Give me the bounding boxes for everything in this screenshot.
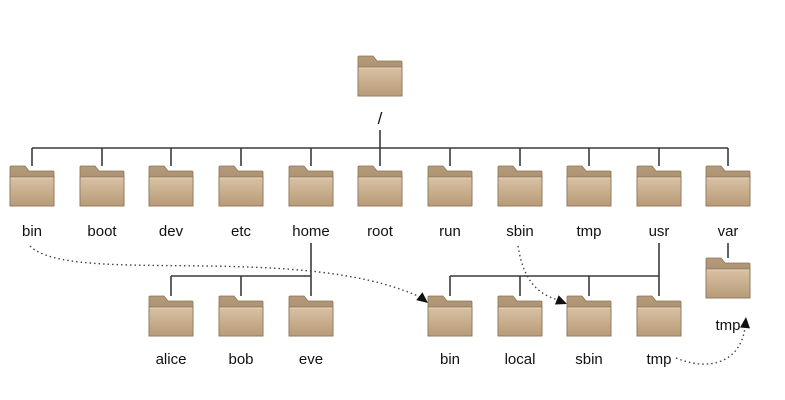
folder-icon <box>148 295 194 337</box>
folder-label-root: root <box>367 223 394 240</box>
folder-icon <box>497 295 543 337</box>
folder-icon <box>636 165 682 207</box>
folder-label-alice: alice <box>156 351 187 368</box>
arrowhead-icon <box>740 317 751 329</box>
tree-connectors <box>31 130 729 296</box>
folder-label-usr-bin: bin <box>440 351 460 368</box>
folder-icon <box>566 165 612 207</box>
folder-label-var: var <box>718 223 739 240</box>
folder-icon <box>9 165 55 207</box>
folder-icon <box>497 165 543 207</box>
folder-icon <box>288 165 334 207</box>
folder-label-bin: bin <box>22 223 42 240</box>
folder-icon <box>218 165 264 207</box>
folder-label-usr: usr <box>649 223 670 240</box>
folder-label-eve: eve <box>299 351 323 368</box>
folder-label-sbin: sbin <box>506 223 534 240</box>
folder-icon <box>705 165 751 207</box>
folder-icon <box>427 295 473 337</box>
root-folder-icon <box>357 55 403 97</box>
folder-icon <box>636 295 682 337</box>
folder-label-bob: bob <box>228 351 253 368</box>
folder-label-etc: etc <box>231 223 252 240</box>
folder-icon <box>427 165 473 207</box>
folder-label-tmp: tmp <box>576 223 601 240</box>
folder-label-usr-sbin: sbin <box>575 351 603 368</box>
folder-label-boot: boot <box>87 223 117 240</box>
folder-icon <box>357 165 403 207</box>
symlink-bin-to-usr-bin <box>29 245 421 298</box>
symlink-arrows <box>29 245 751 365</box>
root-label: / <box>378 109 383 128</box>
folder-icon <box>566 295 612 337</box>
folder-label-dev: dev <box>159 223 184 240</box>
folder-icon <box>288 295 334 337</box>
folder-icon <box>705 257 751 299</box>
folder-icon <box>148 165 194 207</box>
arrowhead-icon <box>554 295 567 305</box>
folder-icon <box>218 295 264 337</box>
folder-label-var-tmp: tmp <box>715 317 740 334</box>
folder-label-usr-local: local <box>505 351 536 368</box>
folder-icon <box>79 165 125 207</box>
tree-nodes: / bin boot dev etc home root run sbin tmp usr var al… <box>9 55 751 368</box>
folder-label-home: home <box>292 223 330 240</box>
symlink-sbin-to-usr-sbin <box>517 245 559 301</box>
folder-label-run: run <box>439 223 461 240</box>
arrowhead-icon <box>416 292 428 303</box>
folder-label-usr-tmp: tmp <box>646 351 671 368</box>
